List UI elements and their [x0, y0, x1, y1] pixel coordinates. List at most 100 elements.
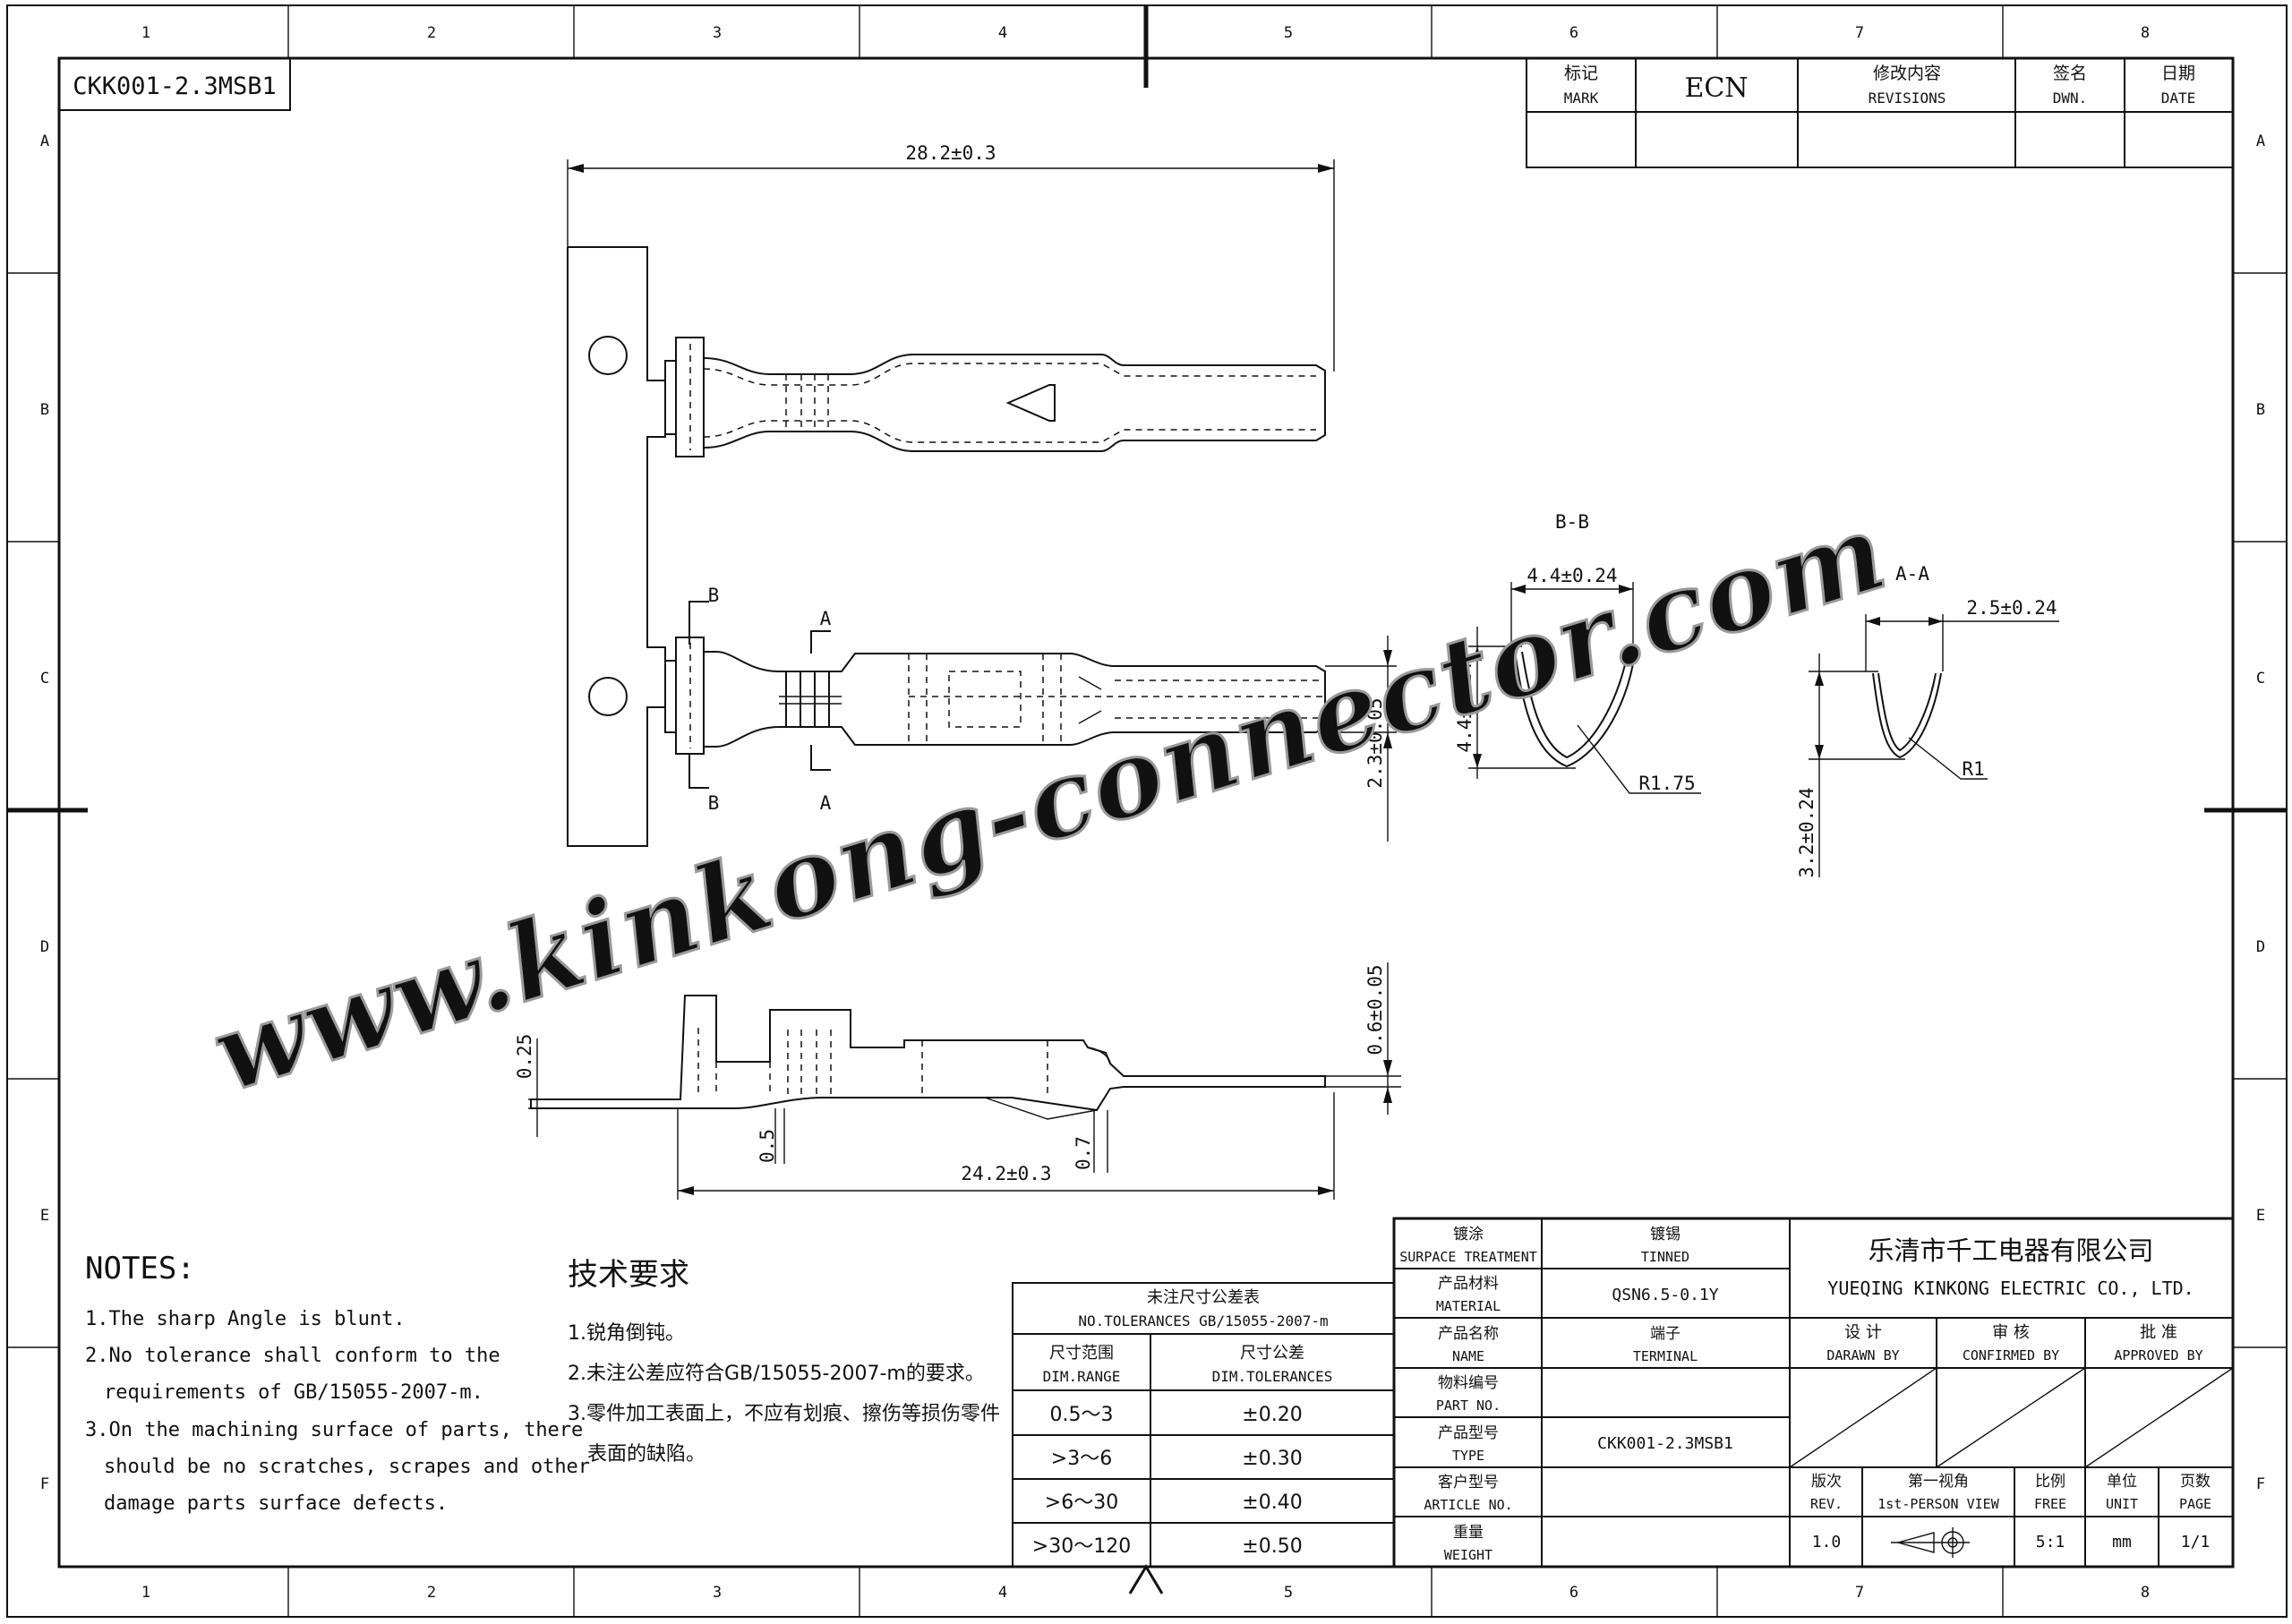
note-cn-line: 3.零件加工表面上，不应有划痕、擦伤等损伤零件 — [568, 1403, 1000, 1425]
dim-width-2-3: 2.3±0.05 — [1364, 697, 1386, 788]
section-mark-a-bottom: A — [820, 792, 832, 814]
drawing-number-box — [58, 57, 291, 111]
tb-type-val: CKK001-2.3MSB1 — [1597, 1434, 1733, 1453]
rev-content-en: REVISIONS — [1869, 90, 1946, 107]
section-b-b — [1468, 582, 1701, 794]
row-label: D — [40, 938, 49, 956]
tb-surface-val-cn: 镀锡 — [1650, 1226, 1681, 1244]
tol-range: >6～30 — [1045, 1492, 1118, 1514]
tb-weight-en: WEIGHT — [1444, 1547, 1492, 1563]
tb-confirm-en: CONFIRMED BY — [1963, 1347, 2059, 1363]
col-label: 5 — [1284, 1584, 1293, 1602]
tb-approve-en: APPROVED BY — [2114, 1347, 2202, 1363]
tb-scale-cn: 比例 — [2035, 1473, 2065, 1491]
col-label: 6 — [1569, 24, 1578, 42]
section-a-a-height: 3.2±0.24 — [1796, 787, 1817, 877]
col-label: 4 — [998, 1584, 1007, 1602]
tb-unit-cn: 单位 — [2107, 1473, 2137, 1491]
section-a-a-texts: A-A 2.5±0.24 3.2±0.24 R1 — [1796, 563, 2057, 878]
tb-material-cn: 产品材料 — [1438, 1275, 1499, 1293]
col-label: 3 — [713, 24, 722, 42]
grid-labels: 1 2 3 4 5 6 7 8 1 2 3 4 5 6 7 8 A B C D … — [40, 24, 2265, 1602]
note-cn-line: 1.锐角倒钝。 — [568, 1322, 685, 1345]
col-label: 8 — [2141, 24, 2150, 42]
notes-english: NOTES: 1.The sharp Angle is blunt. 2.No … — [85, 1251, 590, 1515]
row-label: D — [2256, 938, 2265, 956]
row-label: C — [40, 670, 49, 688]
tol-col2-en: DIM.TOLERANCES — [1212, 1368, 1333, 1385]
terminal-side-view — [530, 995, 1326, 1120]
tb-material-en: MATERIAL — [1436, 1298, 1501, 1314]
tb-surface-val-en: TINNED — [1641, 1249, 1689, 1265]
note-line: 3.On the machining surface of parts, the… — [85, 1419, 583, 1441]
tb-name-en: NAME — [1452, 1348, 1484, 1364]
notes-chinese: 技术要求 1.锐角倒钝。 2.未注公差应符合GB/15055-2007-m的要求… — [568, 1257, 1000, 1466]
rev-ecn: ECN — [1684, 73, 1748, 104]
row-label: B — [2256, 401, 2265, 419]
tb-article-cn: 客户型号 — [1438, 1474, 1499, 1492]
tol-range: >3～6 — [1051, 1448, 1112, 1470]
tb-article-en: ARTICLE NO. — [1424, 1497, 1512, 1513]
rev-content-cn: 修改内容 — [1873, 64, 1941, 83]
tol-range: 0.5～3 — [1050, 1404, 1114, 1426]
section-b-b-width: 4.4±0.24 — [1527, 565, 1617, 586]
tolerance-table: 未注尺寸公差表 NO.TOLERANCES GB/15055-2007-m 尺寸… — [1012, 1282, 1395, 1568]
section-mark-b-top: B — [708, 585, 720, 606]
note-line: damage parts surface defects. — [104, 1492, 448, 1515]
rev-sign-cn: 签名 — [2053, 64, 2087, 83]
dim-thickness-0-6: 0.6±0.05 — [1364, 964, 1386, 1055]
tol-range: >30～120 — [1032, 1535, 1131, 1558]
tb-type-en: TYPE — [1452, 1448, 1484, 1464]
section-a-a-width: 2.5±0.24 — [1966, 597, 2057, 619]
tb-scale-val: 5:1 — [2036, 1533, 2065, 1551]
row-label: E — [40, 1207, 49, 1225]
tb-partno-en: PART NO. — [1436, 1397, 1501, 1414]
rev-mark-en: MARK — [1564, 90, 1599, 107]
tol-col2-cn: 尺寸公差 — [1240, 1344, 1304, 1363]
tol-value: ±0.20 — [1242, 1404, 1302, 1426]
section-mark-b-bottom: B — [708, 792, 720, 814]
tb-partno-cn: 物料编号 — [1438, 1374, 1499, 1392]
title-block-texts: 镀涂 SURPACE TREATMENT 镀锡 TINNED 产品材料 MATE… — [1399, 1226, 2211, 1563]
title-block — [1392, 1217, 2235, 1568]
dim-0-25: 0.25 — [514, 1034, 535, 1080]
tb-rev-val: 1.0 — [1812, 1533, 1842, 1551]
tb-unit-en: UNIT — [2106, 1496, 2138, 1512]
tb-name-cn: 产品名称 — [1438, 1325, 1499, 1343]
dim-0-5: 0.5 — [757, 1129, 778, 1163]
note-line: requirements of GB/15055-2007-m. — [104, 1381, 483, 1404]
note-cn-line: 2.未注公差应符合GB/15055-2007-m的要求。 — [568, 1363, 985, 1385]
col-label: 2 — [427, 24, 436, 42]
tb-surface-en: SURPACE TREATMENT — [1399, 1249, 1537, 1265]
section-b-b-height: 4.4±0.24 — [1454, 662, 1475, 752]
section-mark-a-top: A — [820, 608, 832, 629]
col-label: 1 — [141, 24, 150, 42]
row-label: F — [2256, 1475, 2265, 1493]
note-line: 1.The sharp Angle is blunt. — [85, 1308, 406, 1330]
note-line: 2.No tolerance shall conform to the — [85, 1345, 500, 1367]
col-label: 4 — [998, 24, 1007, 42]
tb-unit-val: mm — [2112, 1533, 2132, 1551]
carrier-strip — [567, 246, 666, 847]
tb-company-en: YUEQING KINKONG ELECTRIC CO., LTD. — [1827, 1278, 2194, 1299]
tb-view-cn: 第一视角 — [1908, 1473, 1969, 1491]
row-label: C — [2256, 670, 2265, 688]
section-b-b-texts: B-B 4.4±0.24 4.4±0.24 R1.75 — [1454, 511, 1696, 794]
tb-rev-en: REV. — [1810, 1496, 1843, 1512]
notes-cn-title: 技术要求 — [568, 1257, 689, 1293]
tb-material-val: QSN6.5-0.1Y — [1612, 1286, 1718, 1304]
section-b-b-title: B-B — [1555, 511, 1589, 533]
rev-date-en: DATE — [2161, 90, 2196, 107]
section-a-a-radius: R1 — [1962, 758, 1984, 780]
section-a-a-title: A-A — [1895, 563, 1929, 585]
row-label: A — [2256, 132, 2265, 150]
tol-title-en: NO.TOLERANCES GB/15055-2007-m — [1078, 1312, 1328, 1329]
tb-page-cn: 页数 — [2180, 1473, 2211, 1491]
terminal-top-view — [664, 337, 1326, 457]
tb-company-cn: 乐清市千工电器有限公司 — [1868, 1235, 2153, 1266]
col-label: 8 — [2141, 1584, 2150, 1602]
dim-overall-length: 28.2±0.3 — [905, 142, 996, 164]
rev-sign-en: DWN. — [2053, 90, 2088, 107]
tb-confirm-cn: 审 核 — [1992, 1323, 2030, 1342]
revision-table: 标记 MARK ECN 修改内容 REVISIONS 签名 DWN. 日期 DA… — [1526, 57, 2234, 168]
